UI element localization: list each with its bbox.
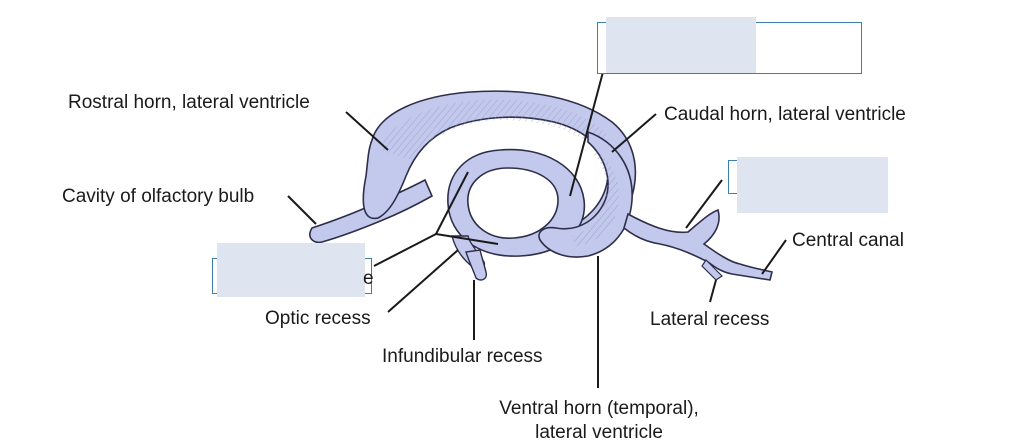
leader-lateral-recess (710, 280, 716, 302)
label-infundibular-recess: Infundibular recess (382, 346, 543, 368)
leader-blank-left (374, 234, 436, 266)
blank-box-left-partial-text: e (363, 268, 374, 290)
label-lateral-recess: Lateral recess (650, 309, 769, 331)
leader-optic-recess (388, 250, 458, 312)
leader-olfactory-bulb (288, 196, 316, 224)
blank-box-top-fill (606, 17, 756, 73)
blank-box-left-fill (217, 243, 365, 297)
label-rostral-horn: Rostral horn, lateral ventricle (68, 92, 310, 114)
infundibular-recess-shape (466, 250, 486, 280)
label-caudal-horn: Caudal horn, lateral ventricle (664, 104, 906, 126)
label-olfactory-bulb: Cavity of olfactory bulb (62, 186, 254, 208)
label-central-canal: Central canal (792, 230, 904, 252)
label-ventral-horn-line2: lateral ventricle (486, 422, 712, 444)
leader-central-canal (762, 240, 786, 274)
blank-box-right-fill (737, 157, 888, 213)
fourth-ventricle-shape (624, 210, 772, 280)
label-optic-recess: Optic recess (265, 308, 371, 330)
label-ventral-horn-line1: Ventral horn (temporal), (486, 398, 712, 420)
